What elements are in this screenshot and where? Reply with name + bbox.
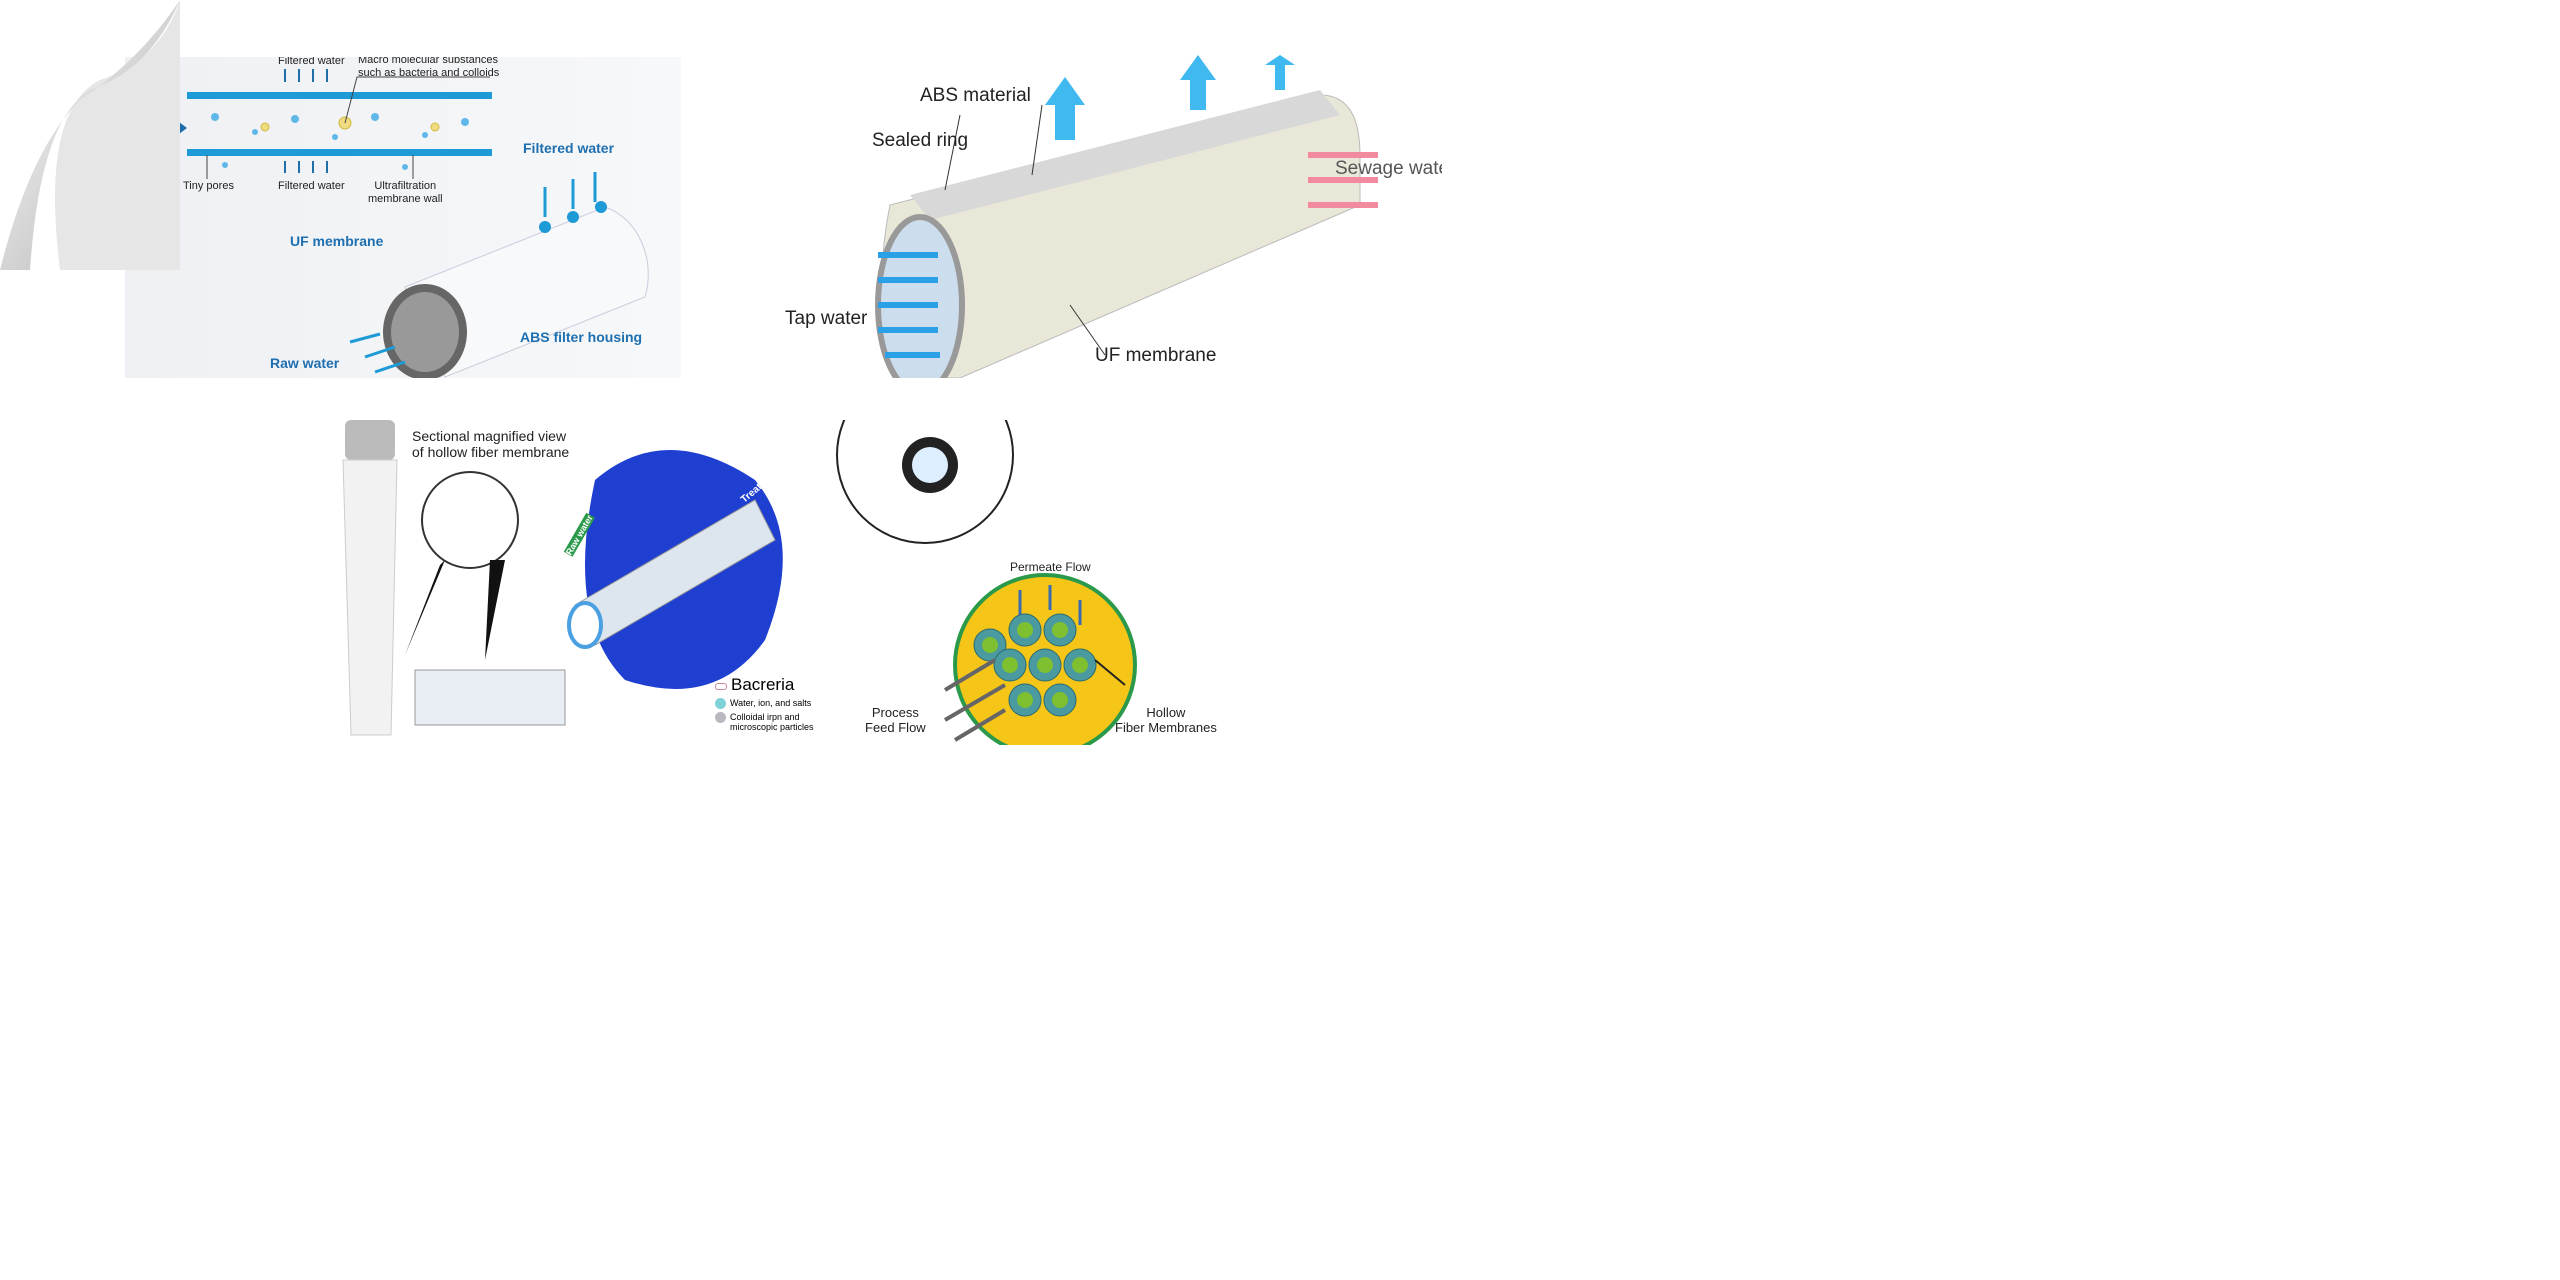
- label-uf-wall-line2: membrane wall: [368, 193, 443, 205]
- page-curl-decoration: [0, 0, 180, 270]
- label-permeate: Permeate Flow: [1010, 560, 1091, 574]
- label-uf-membrane-b: UF membrane: [1095, 345, 1217, 366]
- label-abs-housing: ABS filter housing: [520, 329, 643, 345]
- label-sewage-water: Sewage water: [1335, 158, 1442, 179]
- label-raw-water: Raw water: [270, 355, 340, 371]
- uf-membrane-diagram-b: ABS material Sealed ring Sewage water Ta…: [760, 55, 1442, 378]
- label-sealed-ring: Sealed ring: [872, 130, 969, 151]
- label-uf-wall-line1: Ultrafiltration: [374, 180, 437, 192]
- colloid-swatch: [715, 712, 726, 724]
- label-filtered-water-bottom: Filtered water: [278, 180, 345, 192]
- legend-label-2: microscopic particles: [730, 722, 814, 733]
- legend: Bacreria Water, ion, and salts Colloidal…: [715, 675, 814, 732]
- label-tiny-pores: Tiny pores: [183, 180, 234, 192]
- label-abs-material: ABS material: [920, 85, 1031, 106]
- water-swatch: [715, 698, 726, 710]
- legend-item: Bacreria: [715, 675, 814, 695]
- legend-label: Water, ion, and salts: [730, 698, 812, 708]
- label-process-line1: Process: [871, 705, 919, 720]
- membrane-illustration: [157, 69, 649, 378]
- label-macro-line2: such as bacteria and colloids: [358, 67, 500, 79]
- cartridge-illustration: [875, 55, 1378, 378]
- label-macro-line1: Macro molecular substances: [358, 57, 499, 66]
- label-filtered-water: Filtered water: [523, 140, 615, 156]
- fiber-bundle-illustration: [836, 420, 1137, 745]
- legend-item: Water, ion, and salts: [715, 698, 814, 710]
- label-hollow-line1: Hollow: [1146, 705, 1186, 720]
- label-sectional-line2: of hollow fiber membrane: [412, 444, 570, 460]
- label-hollow-line2: Fiber Membranes: [1115, 720, 1217, 735]
- legend-label: Bacreria: [731, 675, 795, 694]
- label-sectional-line1: Sectional magnified view: [412, 428, 567, 444]
- label-uf-membrane: UF membrane: [290, 233, 384, 249]
- legend-label: Colloidal irpn and: [730, 712, 800, 723]
- bacteria-swatch: [715, 683, 727, 690]
- uf-membrane-diagram-a: Filtered water Macro molecular substance…: [125, 57, 681, 378]
- label-filtered-water-top: Filtered water: [278, 57, 345, 67]
- hollow-fiber-illustration: [342, 420, 783, 736]
- label-tap-water: Tap water: [785, 308, 868, 329]
- label-process-line2: Feed Flow: [865, 720, 926, 735]
